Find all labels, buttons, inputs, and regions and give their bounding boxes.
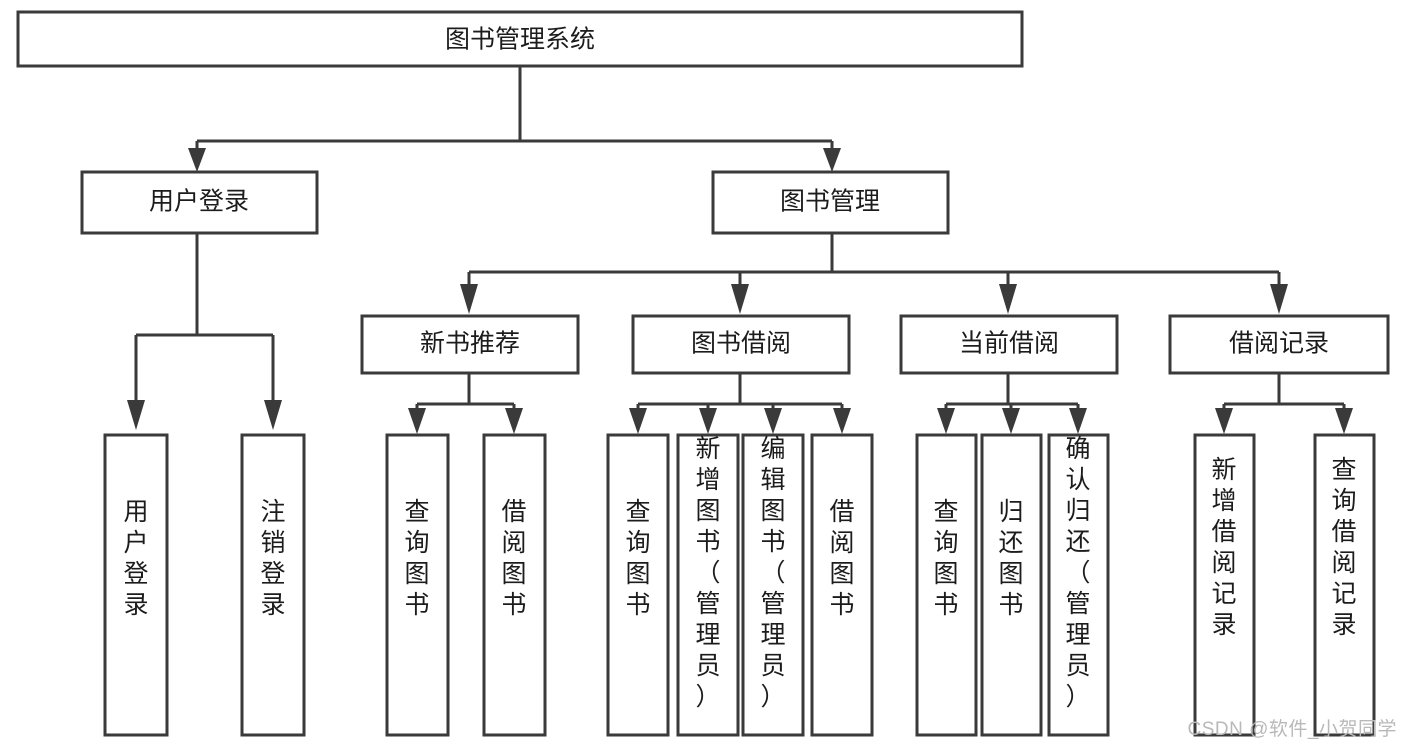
- node-user-login[interactable]: 用户登录: [80, 170, 319, 235]
- arrow-head-user-login: [188, 148, 206, 172]
- node-leaf-user-login-box[interactable]: [103, 433, 169, 737]
- node-leaf-borrow-book-1[interactable]: 借阅图书: [482, 433, 547, 737]
- node-current-borrow-label: 当前借阅: [959, 330, 1059, 358]
- node-leaf-add-record-box[interactable]: [1193, 433, 1256, 737]
- node-leaf-query-book-2-label: 查询图书: [625, 498, 650, 619]
- arrow-head-new-book-recommend: [460, 284, 478, 314]
- node-new-book-recommend[interactable]: 新书推荐: [360, 314, 580, 375]
- node-root-label: 图书管理系统: [445, 26, 595, 54]
- node-leaf-confirm-return-label: 确认归还（管理员）: [1065, 435, 1090, 711]
- node-leaf-borrow-book-2-box[interactable]: [810, 433, 874, 737]
- node-leaf-add-book-box[interactable]: [676, 433, 740, 737]
- node-book-borrow-box[interactable]: [631, 314, 851, 375]
- arrow-head-leaf-query-book-1: [408, 408, 426, 434]
- node-leaf-query-book-1[interactable]: 查询图书: [385, 433, 450, 737]
- node-leaf-add-record-label: 新增借阅记录: [1211, 456, 1236, 639]
- node-leaf-query-book-1-label: 查询图书: [404, 498, 429, 619]
- arrow-head-leaf-add-record: [1215, 408, 1233, 434]
- node-leaf-borrow-book-1-label: 借阅图书: [501, 498, 526, 619]
- node-new-book-recommend-box[interactable]: [360, 314, 580, 375]
- node-leaf-user-login[interactable]: 用户登录: [103, 433, 169, 737]
- arrow-head-leaf-return-book: [1002, 408, 1020, 434]
- node-leaf-confirm-return[interactable]: 确认归还（管理员）: [1047, 433, 1110, 737]
- arrow-head-leaf-add-book: [699, 408, 717, 434]
- node-leaf-borrow-book-2[interactable]: 借阅图书: [810, 433, 874, 737]
- node-root[interactable]: 图书管理系统: [16, 10, 1024, 68]
- arrow-head-leaf-confirm-return: [1069, 408, 1087, 434]
- node-leaf-return-book-box[interactable]: [980, 433, 1043, 737]
- node-book-borrow[interactable]: 图书借阅: [631, 314, 851, 375]
- arrow-head-leaf-borrow-book-2: [833, 408, 851, 434]
- node-leaf-borrow-book-1-box[interactable]: [482, 433, 547, 737]
- node-leaf-query-book-2-box[interactable]: [606, 433, 670, 737]
- arrow-head-leaf-logout: [264, 400, 282, 430]
- arrow-head-current-borrow: [999, 284, 1017, 314]
- node-leaf-add-book[interactable]: 新增图书（管理员）: [676, 433, 740, 737]
- node-leaf-logout-label: 注销登录: [260, 498, 285, 619]
- node-borrow-record-box[interactable]: [1168, 314, 1390, 375]
- node-leaf-edit-book[interactable]: 编辑图书（管理员）: [741, 433, 805, 737]
- arrow-head-leaf-borrow-book-1: [505, 408, 523, 434]
- arrow-head-leaf-query-record: [1335, 408, 1353, 434]
- node-leaf-confirm-return-box[interactable]: [1047, 433, 1110, 737]
- node-leaf-query-record-label: 查询借阅记录: [1331, 456, 1356, 639]
- node-leaf-query-book-2[interactable]: 查询图书: [606, 433, 670, 737]
- arrow-head-book-borrow: [731, 284, 749, 314]
- node-leaf-add-book-label: 新增图书（管理员）: [695, 435, 720, 711]
- node-leaf-query-book-3-box[interactable]: [915, 433, 978, 737]
- node-borrow-record[interactable]: 借阅记录: [1168, 314, 1390, 375]
- node-leaf-return-book-label: 归还图书: [998, 498, 1023, 619]
- connector-layer: [127, 66, 1353, 434]
- node-current-borrow-box[interactable]: [899, 314, 1119, 375]
- node-user-login-box[interactable]: [80, 170, 319, 235]
- node-root-box[interactable]: [16, 10, 1024, 68]
- node-leaf-query-book-1-box[interactable]: [385, 433, 450, 737]
- arrow-head-leaf-user-login: [127, 400, 145, 430]
- arrow-head-leaf-query-book-2: [629, 408, 647, 434]
- node-user-login-label: 用户登录: [149, 188, 249, 216]
- node-leaf-edit-book-label: 编辑图书（管理员）: [760, 435, 785, 711]
- node-leaf-logout[interactable]: 注销登录: [240, 433, 306, 737]
- arrow-head-borrow-record: [1270, 284, 1288, 314]
- arrow-head-leaf-query-book-3: [937, 408, 955, 434]
- node-borrow-record-label: 借阅记录: [1229, 330, 1329, 358]
- node-leaf-return-book[interactable]: 归还图书: [980, 433, 1043, 737]
- node-new-book-recommend-label: 新书推荐: [420, 330, 520, 358]
- node-leaf-borrow-book-2-label: 借阅图书: [829, 498, 854, 619]
- node-book-manage-label: 图书管理: [780, 188, 880, 216]
- node-leaf-query-record-box[interactable]: [1313, 433, 1376, 737]
- arrow-head-book-manage: [823, 148, 841, 172]
- node-current-borrow[interactable]: 当前借阅: [899, 314, 1119, 375]
- node-book-manage-box[interactable]: [711, 170, 950, 235]
- arrow-head-leaf-edit-book: [764, 408, 782, 434]
- node-leaf-user-login-label: 用户登录: [123, 498, 148, 619]
- node-leaf-add-record[interactable]: 新增借阅记录: [1193, 433, 1256, 737]
- node-leaf-query-book-3-label: 查询图书: [933, 498, 958, 619]
- node-leaf-logout-box[interactable]: [240, 433, 306, 737]
- node-leaf-edit-book-box[interactable]: [741, 433, 805, 737]
- node-leaf-query-book-3[interactable]: 查询图书: [915, 433, 978, 737]
- node-book-borrow-label: 图书借阅: [691, 330, 791, 358]
- node-leaf-query-record[interactable]: 查询借阅记录: [1313, 433, 1376, 737]
- node-book-manage[interactable]: 图书管理: [711, 170, 950, 235]
